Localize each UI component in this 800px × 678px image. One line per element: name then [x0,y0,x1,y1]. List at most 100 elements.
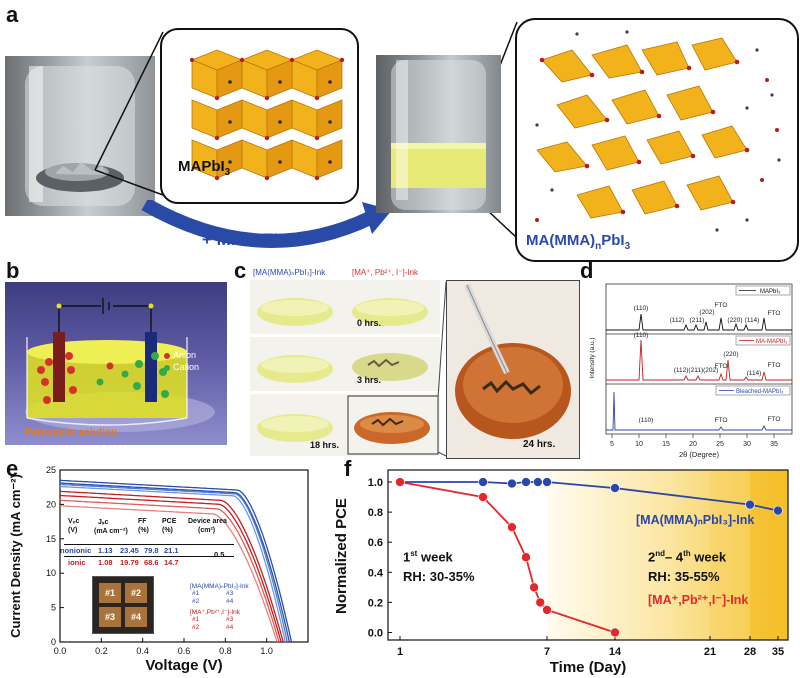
jv-xtick-label: 0.4 [136,646,149,656]
vial-photo-solution [376,55,501,213]
pce-point-series-0 [507,478,517,489]
xrd-peak-label: (211) [690,317,705,324]
panel-letter-c: c [234,258,247,283]
vials-3h-drawing [257,353,428,383]
pce-point-series-1 [535,597,546,608]
pce-point-series-1 [395,477,405,487]
xrd-xtick: 15 [662,441,670,448]
jv-curve-red-2 [59,494,282,643]
panel-letter-e: e [6,456,19,481]
xrd-xtick: 5 [610,441,614,448]
ink-header-right: [MA⁺, Pb²⁺, I⁻]-Ink [352,268,419,277]
xrd-peak-label: (112)(211)(202) [674,367,719,374]
panel-letter-a: a [6,2,19,27]
pce-xtick-label: 14 [609,646,622,658]
pce-point-series-0 [533,477,543,487]
pce-point-series-1 [542,605,552,615]
jv-ylabel: Current Density (mA cm⁻²) [8,474,23,638]
vials-18h-drawing [257,395,439,455]
pce-xtick-label: 21 [704,646,716,658]
xrd-peak-label: (114) [747,370,762,377]
pce-point-series-0 [542,477,552,487]
jv-xtick-label: 1.0 [260,646,273,656]
jv-legend-blue-item: #4 [226,598,234,605]
panel-letter-b: b [6,258,20,283]
jv-parameter-table: Vₒc Jₛc FF PCE Device area (V) (mA cm⁻²)… [60,518,264,568]
jv-xtick-label: 0.2 [95,646,108,656]
xrd-plot: 5 10 15 20 25 30 35 2θ (Degree) Intensit… [589,283,793,459]
pce-ylabel: Normalized PCE [333,498,350,614]
xrd-legend-0: MAPbI₃ [760,289,781,295]
table-unit: (%) [162,527,173,534]
jv-curve-red-1 [59,490,284,643]
xrd-xtick: 30 [743,441,751,448]
table-header: Device area [188,518,227,525]
humidity-band [547,470,788,640]
pce-ytick-label: 0.6 [368,537,383,549]
xrd-peak-label: (220) [723,351,738,358]
vials-3h: 3 hrs. [250,337,440,391]
device-pixel-1: #1 [99,583,121,603]
jv-legend-red-title: [MA⁺,Pb²⁺,I⁻]-Ink [190,609,241,616]
device-pixel-4: #4 [125,607,147,627]
week2-label: 2nd– 4th week [648,549,727,565]
jv-legend: [MA(MMA)ₙPbI₃]-Ink #1 #3 #2 #4 [MA⁺,Pb²⁺… [190,582,270,632]
jv-ytick-label: 25 [46,465,56,475]
pce-point-series-0 [610,483,620,493]
vials-0h-drawing [257,298,428,326]
jv-ytick-label: 0 [51,637,56,647]
dish-24h-drawing [455,283,571,439]
table-header: PCE [162,518,177,525]
xrd-peak-label: FTO [715,363,728,370]
pce-point-series-0 [773,505,783,516]
jv-curve-red-3 [59,499,280,643]
dish-24h: 24 hrs. [446,280,580,459]
pce-point-series-1 [478,492,488,502]
pce-ytick-label: 0.2 [368,597,383,609]
vial-photo-crystals [5,56,155,216]
xrd-legend-2: Bleached-MAPbI₃ [736,389,784,395]
panel-letter-d: d [580,258,594,283]
humidity-band-week4 [750,470,788,640]
pce-xlabel: Time (Day) [550,659,626,676]
xrd-trace-mapbi3 [606,313,792,331]
pce-ytick-label: 0.8 [368,507,383,519]
table-unit: (cm²) [198,527,216,534]
legend-anion: Anion [173,350,197,360]
pce-frame [387,469,789,641]
perovskite-lattice-drawing [189,49,345,181]
c-zoom-lines [437,281,447,457]
xrd-peak-label: (112) [670,317,685,324]
device-photo: #1 #2 #3 #4 [92,576,154,634]
jv-ytick-label: 20 [46,499,56,509]
xrd-xlabel: 2θ (Degree) [679,450,720,459]
table-header: FF [138,518,147,525]
table-unit: (V) [68,527,78,534]
xrd-xtick: 35 [770,441,778,448]
pce-point-series-1 [507,522,517,532]
xrd-ylabel: Intensity (a.u.) [589,337,596,378]
jv-ytick-label: 15 [46,534,56,544]
table-header: Vₒc [68,518,80,525]
pce-xtick-label: 1 [397,646,403,658]
table-header: Jₛc [98,519,109,526]
xrd-peak-label: FTO [715,417,728,424]
red-series-label: [MA⁺,Pb²⁺,I⁻]-Ink [648,593,749,607]
jv-ytick-label: 10 [46,568,56,578]
xrd-frame [605,283,793,435]
jv-curve-blue-3 [59,483,288,643]
electrolysis-drawing [25,298,215,432]
complex-structure-drawing [535,30,781,232]
table-row-nonionic: nonionic 1.13 23.45 79.8 21.1 [60,546,179,555]
xrd-peak-label: (110) [639,417,654,424]
vials-18h: 18 hrs. [250,394,440,456]
vials-0h: 0 hrs. [250,280,440,334]
pce-ytick-label: 0.0 [368,627,383,639]
panel-letter-f: f [344,456,352,481]
complex-structure-box [515,18,799,262]
rh2-label: RH: 35-55% [648,569,720,584]
device-pixel-3: #3 [99,607,121,627]
xrd-trace-bleached [606,391,792,431]
week1-label: 1st week [403,549,453,565]
